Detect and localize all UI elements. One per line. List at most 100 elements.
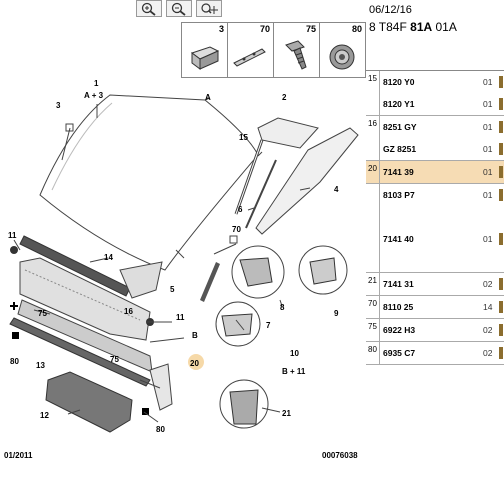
zoom-move-button[interactable]: [196, 0, 222, 17]
part-row[interactable]: 8110 25 14: [380, 296, 504, 318]
thumbnail-75[interactable]: 75: [273, 23, 319, 77]
part-row[interactable]: [380, 250, 504, 272]
part-qty: 01: [483, 122, 493, 132]
part-code: 8120 Y0: [383, 77, 415, 87]
part-code: 8103 P7: [383, 190, 415, 200]
status-marker: [499, 189, 503, 201]
part-qty: 01: [483, 167, 493, 177]
thumbnail-number: 75: [305, 24, 316, 34]
status-marker: [499, 98, 503, 110]
part-code: 8120 Y1: [383, 99, 415, 109]
zoom-in-icon: [141, 2, 156, 16]
ref-prefix: 8 T84F: [369, 20, 411, 34]
callout-A: A: [205, 93, 211, 102]
part-thumbnails: 3 70 75 80: [181, 22, 366, 78]
part-code: 7141 40: [383, 234, 414, 244]
zoom-out-button[interactable]: [166, 0, 192, 17]
callout-9: 9: [334, 309, 339, 318]
panel-date: 06/12/16: [369, 4, 412, 16]
thumbnail-number: 80: [351, 24, 362, 34]
thumbnail-80[interactable]: 80: [319, 23, 365, 77]
ref-bold: 81A: [410, 20, 433, 34]
part-qty: 02: [483, 348, 493, 358]
screw-icon: [285, 40, 307, 70]
callout-10-sub: B + 11: [282, 367, 306, 376]
callout-16: 16: [124, 307, 133, 316]
part-row[interactable]: GZ 8251 01: [380, 138, 504, 160]
clip-strip-icon: [233, 48, 266, 67]
part-qty: 14: [483, 302, 493, 312]
part-row[interactable]: 8120 Y0 01: [380, 71, 504, 93]
zoom-in-button[interactable]: [136, 0, 162, 17]
callout-3: 3: [56, 101, 61, 110]
callout-11a: 11: [8, 231, 17, 240]
thumbnail-3[interactable]: 3: [182, 23, 227, 77]
status-marker: [499, 143, 503, 155]
parts-diagram: 3 70 75 80: [4, 0, 367, 480]
part-qty: 01: [483, 144, 493, 154]
group-number: 75: [366, 319, 380, 341]
callout-15: 15: [239, 133, 248, 142]
part-code: GZ 8251: [383, 144, 417, 154]
callout-13: 13: [36, 361, 45, 370]
callout-11b: 11: [176, 313, 185, 322]
part-qty: 01: [483, 234, 493, 244]
thumbnail-number: 3: [218, 24, 224, 34]
part-qty: 02: [483, 325, 493, 335]
group-number: 70: [366, 296, 380, 318]
part-code: 7141 31: [383, 279, 414, 289]
status-marker: [499, 301, 503, 313]
group-body: 8110 25 14: [380, 296, 504, 318]
callout-7: 7: [266, 321, 271, 330]
exploded-view: 1 A + 3 3 A 2 15 4 6 11 14 70 16 5 8 9 7…: [8, 79, 359, 434]
thumbnail-70[interactable]: 70: [227, 23, 273, 77]
part-code: 8110 25: [383, 302, 414, 312]
callout-70: 70: [232, 225, 241, 234]
group-number: 80: [366, 342, 380, 364]
status-marker: [499, 166, 503, 178]
callout-5: 5: [170, 285, 175, 294]
status-marker: [499, 233, 503, 245]
part-row[interactable]: 7141 40 01: [380, 228, 504, 250]
footer-code: 00076038: [322, 451, 358, 460]
callout-80b: 80: [156, 425, 165, 434]
zoom-move-icon: [201, 2, 218, 14]
panel-reference: 8 T84F 81A 01A: [369, 20, 457, 34]
callout-6: 6: [238, 205, 243, 214]
callout-21: 21: [282, 409, 291, 418]
callout-75b: 75: [110, 355, 119, 364]
footer-date: 01/2011: [4, 451, 33, 460]
callout-1-sub: A + 3: [84, 91, 104, 100]
status-marker: [499, 278, 503, 290]
status-marker: [499, 324, 503, 336]
part-row[interactable]: [380, 206, 504, 228]
status-marker: [499, 76, 503, 88]
thumbnail-number: 70: [259, 24, 270, 34]
callout-1: 1: [94, 79, 99, 88]
status-marker: [499, 121, 503, 133]
callout-75a: 75: [38, 309, 47, 318]
part-qty: 01: [483, 77, 493, 87]
callout-2: 2: [282, 93, 287, 102]
callout-12: 12: [40, 411, 49, 420]
